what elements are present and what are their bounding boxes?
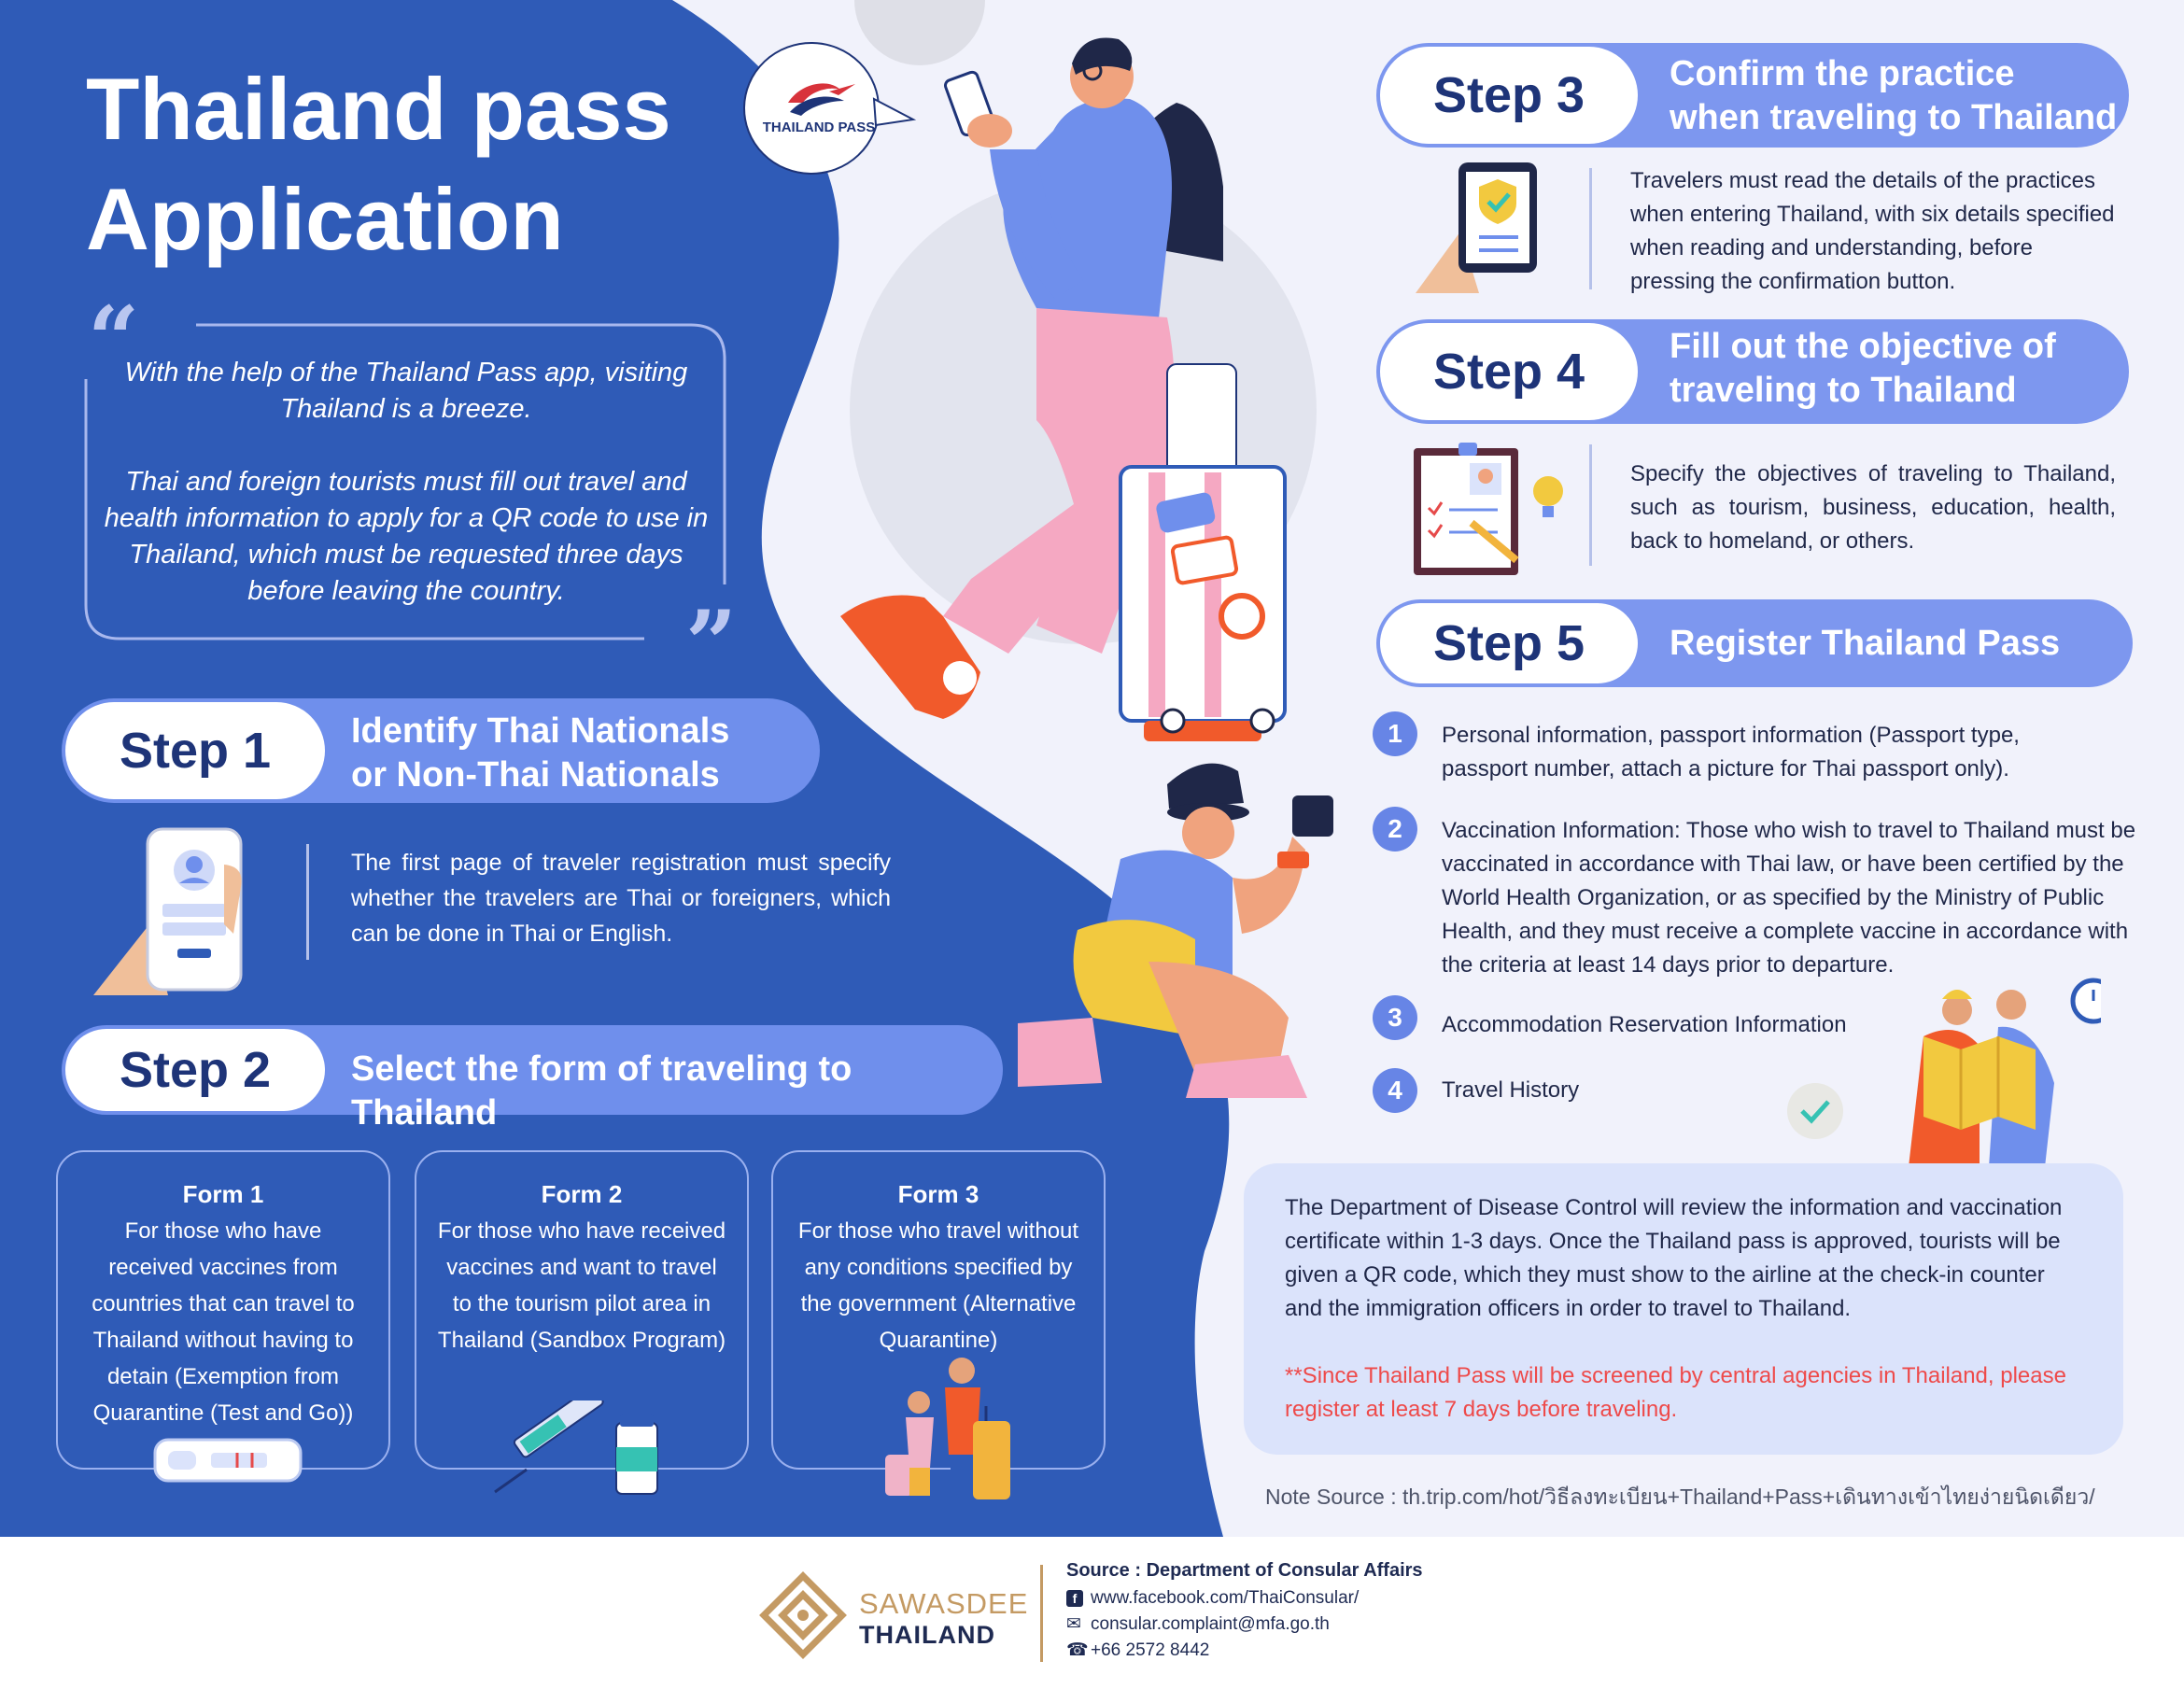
step3-heading: Confirm the practice when traveling to T… [1670,52,2127,140]
step5-tag: Step 5 [1380,603,1638,683]
footer-phone-number: +66 2572 8442 [1091,1640,1210,1660]
clipboard-form-icon [1414,443,1563,575]
close-quote-icon: ” [685,591,738,697]
phone-icon: ☎ [1066,1640,1089,1660]
travelers-with-map-illustration [1787,978,2101,1167]
step1-divider [306,844,309,960]
form1-title: Form 1 [182,1180,264,1208]
step5-item4-text: Travel History [1442,1077,1580,1103]
step5-item4-number: 4 [1373,1068,1417,1113]
form2-text: For those who have received vaccines and… [437,1218,726,1353]
sawasdee-thailand-logo-icon [759,1571,847,1659]
facebook-icon: f [1066,1590,1083,1607]
step4-tag: Step 4 [1380,323,1638,420]
form3-card: Form 3 For those who travel without any … [771,1150,1106,1470]
footer-facebook-row: f www.facebook.com/ThaiConsular/ [1066,1585,1359,1612]
note-source: Note Source : th.trip.com/hot/วิธีลงทะเบ… [1265,1485,2095,1509]
quote-box-frame [84,323,726,640]
speech-bubble-icon [743,41,917,176]
step4-divider [1589,444,1592,566]
footer-phone-row: ☎+66 2572 8442 [1066,1638,1209,1664]
phone-checklist-icon [1416,162,1537,293]
form1-text: For those who have received vaccines fro… [92,1218,355,1426]
step5-heading: Register Thailand Pass [1670,624,2061,663]
intro-paragraph-2: Thai and foreign tourists must fill out … [104,467,709,606]
walking-traveler-illustration [840,37,1287,741]
step5-item3-number: 3 [1373,995,1417,1040]
review-info-box: The Department of Disease Control will r… [1244,1163,2123,1455]
footer-brand: SAWASDEE THAILAND [859,1587,1028,1650]
step5-item2-number: 2 [1373,807,1417,852]
step3-heading-line1: Confirm the practice [1670,54,2015,93]
warning-text: **Since Thailand Pass will be screened b… [1285,1363,2066,1422]
footer-source: Source : Department of Consular Affairs [1066,1560,1423,1581]
phone-registration-icon [93,827,243,995]
step1-tag: Step 1 [65,702,325,799]
step4-body: Specify the objectives of traveling to T… [1630,461,2116,554]
step4-heading-line1: Fill out the objective of [1670,327,2056,366]
step2-heading: Select the form of traveling to Thailand [351,1049,852,1133]
footer-facebook-link[interactable]: www.facebook.com/ThaiConsular/ [1091,1588,1360,1608]
step5-item2-text: Vaccination Information: Those who wish … [1442,818,2136,978]
open-quote-icon: “ [88,287,140,392]
thailand-pass-badge: THAILAND PASS [736,34,932,183]
footer [0,1537,2184,1689]
step2-tag: Step 2 [65,1029,325,1111]
step1-heading-line2: or Non-Thai Nationals [351,755,720,795]
form1-card: Form 1 For those who have received vacci… [56,1150,390,1470]
step3-body: Travelers must read the details of the p… [1630,168,2115,294]
brand-line-1: SAWASDEE [859,1587,1029,1620]
step3-divider [1589,168,1592,289]
footer-email-row: ✉ consular.complaint@mfa.go.th [1066,1612,1330,1638]
footer-divider [1040,1565,1043,1662]
step1-body: The first page of traveler registration … [351,850,891,947]
footer-email-link[interactable]: consular.complaint@mfa.go.th [1091,1614,1330,1634]
step1-heading-line1: Identify Thai Nationals [351,711,730,751]
covid-test-kit-icon [153,1438,303,1483]
brand-line-2: THAILAND [859,1621,995,1649]
email-icon: ✉ [1066,1614,1081,1634]
step5-item3-text: Accommodation Reservation Information [1442,1012,1847,1037]
form2-card: Form 2 For those who have received vacci… [415,1150,749,1470]
page-title: Thailand pass Application [86,54,758,274]
form3-text: For those who travel without any conditi… [797,1218,1079,1353]
title-line-1: Thailand pass [86,60,671,158]
form3-title: Form 3 [897,1180,979,1208]
intro-paragraph-1: With the help of the Thailand Pass app, … [124,358,688,424]
badge-label: THAILAND PASS [762,120,876,135]
step5-item1-text: Personal information, passport informati… [1442,723,2020,781]
step4-heading: Fill out the objective of traveling to T… [1670,325,2127,413]
title-line-2: Application [86,170,564,268]
photographer-illustration [1018,763,1333,1098]
vaccine-syringe-icon [494,1400,658,1495]
step5-item1-number: 1 [1373,711,1417,756]
review-text: The Department of Disease Control will r… [1285,1195,2063,1321]
step3-tag: Step 3 [1380,47,1638,144]
intro-text: With the help of the Thailand Pass app, … [103,355,710,646]
form2-title: Form 2 [541,1180,623,1208]
step3-heading-line2: when traveling to Thailand [1670,98,2118,137]
step1-heading: Identify Thai Nationals or Non-Thai Nati… [351,710,818,797]
step4-heading-line2: traveling to Thailand [1670,371,2017,410]
family-travelers-icon [885,1358,1010,1499]
